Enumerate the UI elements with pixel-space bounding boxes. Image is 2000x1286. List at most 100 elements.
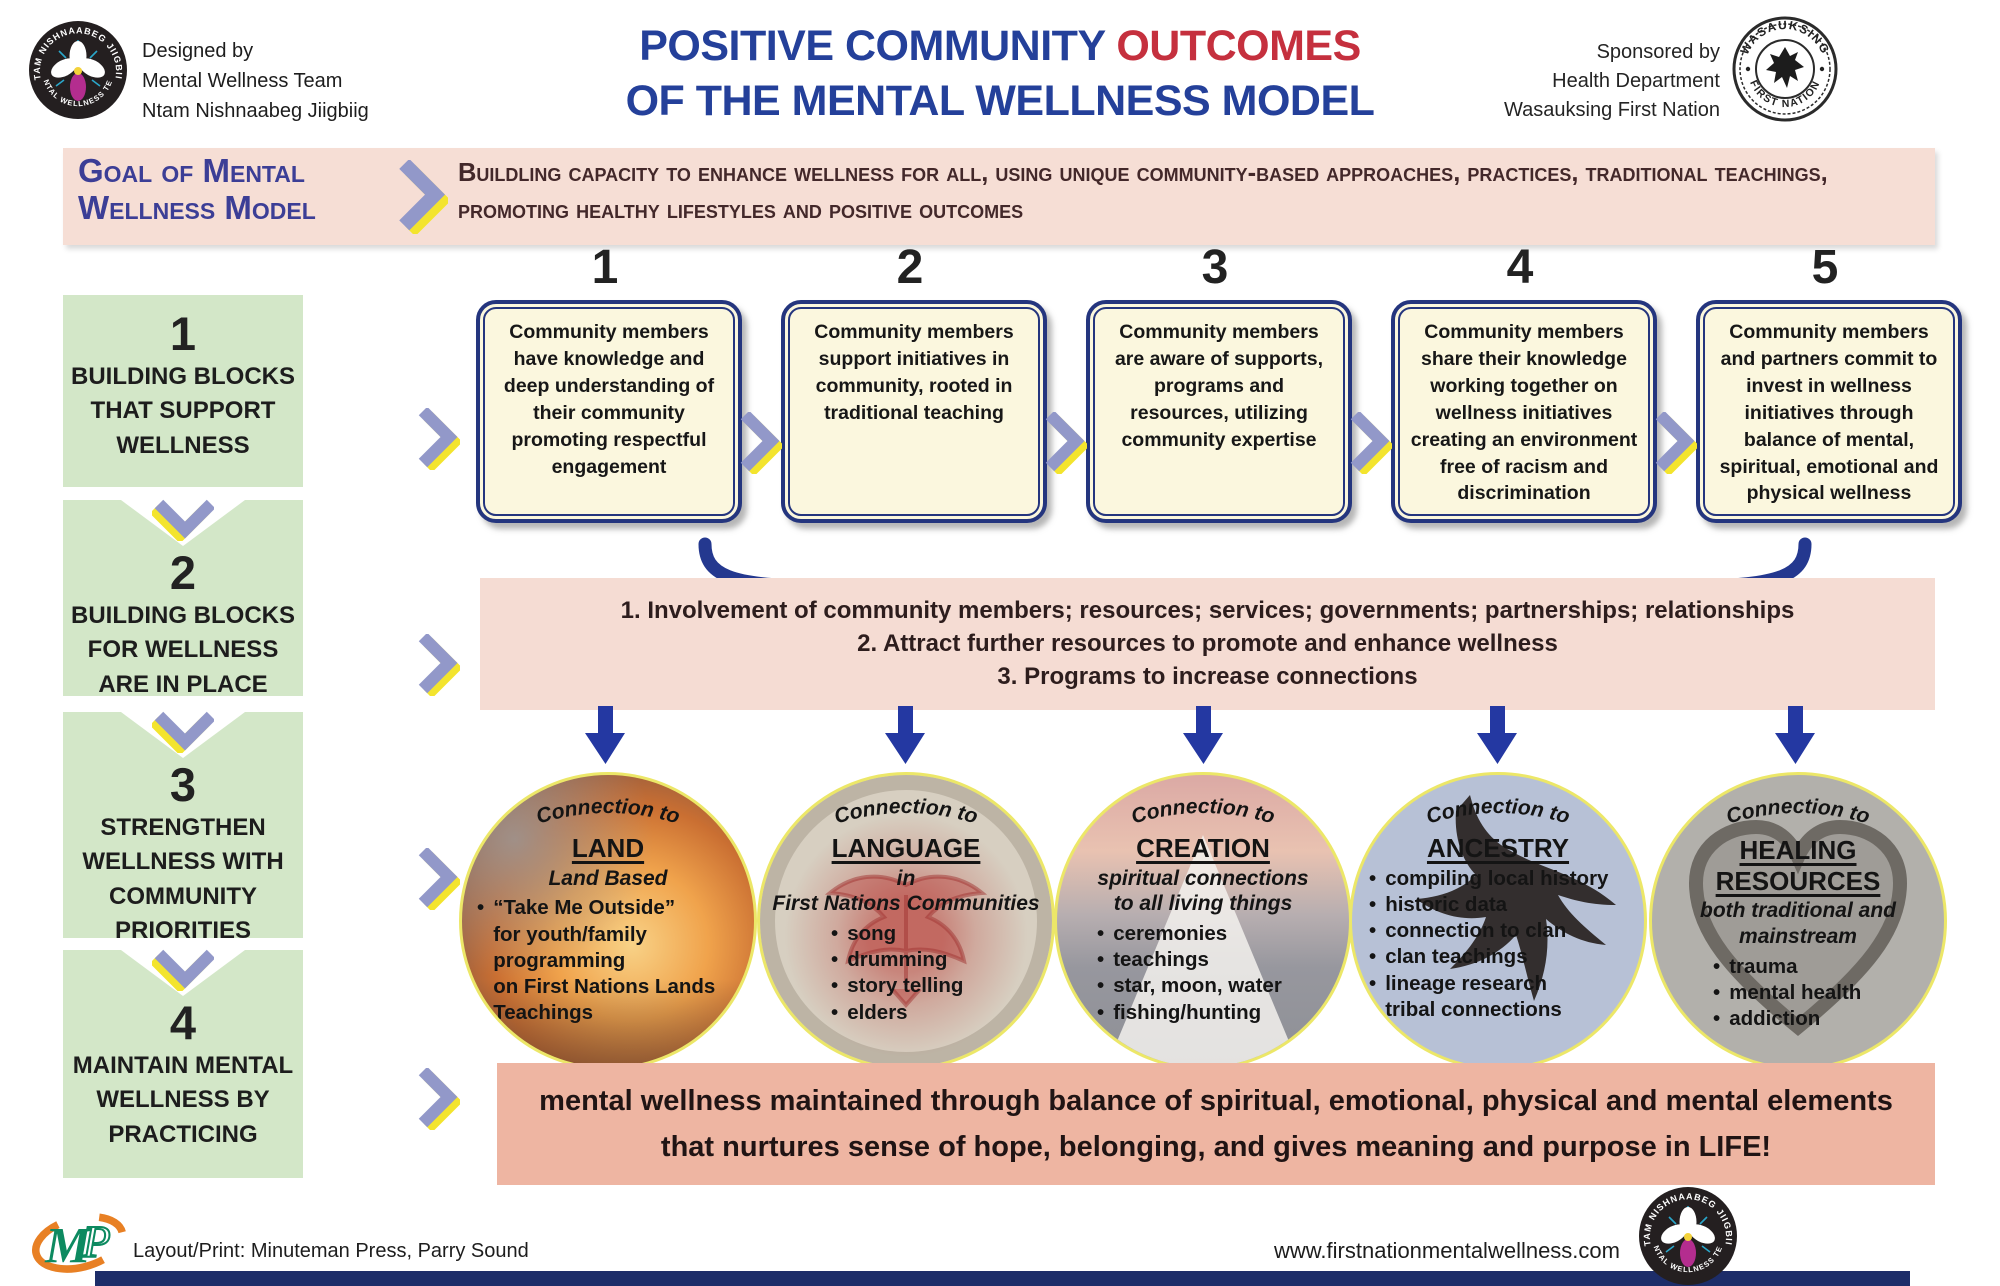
circle-bullets: •“Take Me Outside” for youth/family prog… bbox=[477, 895, 739, 1026]
outcome-box-2: Community members support initiatives in… bbox=[781, 300, 1047, 523]
svg-text:P: P bbox=[82, 1217, 111, 1267]
list-item: •trauma bbox=[1713, 954, 1798, 978]
circle-title: HEALING RESOURCES bbox=[1715, 835, 1881, 896]
goal-label-line: Goal of Mental bbox=[78, 152, 305, 189]
print-credit: Layout/Print: Minuteman Press, Parry Sou… bbox=[133, 1240, 529, 1262]
step-label: STRENGTHEN WELLNESS WITH COMMUNITY PRIOR… bbox=[82, 814, 284, 944]
credit-line: Designed by bbox=[142, 40, 254, 62]
arrow-down-icon bbox=[1183, 706, 1223, 764]
circle-healing-resources: Connection to HEALING RESOURCES both tra… bbox=[1649, 772, 1947, 1070]
list-item: •star, moon, water bbox=[1097, 974, 1282, 998]
title-part-blue: POSITIVE COMMUNITY bbox=[639, 22, 1117, 70]
step-number: 4 bbox=[169, 996, 197, 1049]
list-item: •clan teachings bbox=[1369, 945, 1528, 969]
circle-subtitle: spiritual connections to all living thin… bbox=[1097, 866, 1309, 916]
involvement-line: 3. Programs to increase connections bbox=[997, 663, 1418, 690]
list-item: •compiling local history bbox=[1369, 866, 1609, 890]
svg-text:Connection to: Connection to bbox=[1129, 795, 1278, 829]
connection-to-arc: Connection to bbox=[534, 795, 683, 829]
eagle-icon bbox=[1416, 795, 1616, 1001]
circle-title: LAND bbox=[571, 833, 645, 863]
outcome-number: 3 bbox=[1201, 241, 1229, 294]
wasauksing-first-nation-seal: WASAUKSING FIRST NATION bbox=[1732, 16, 1838, 122]
circle-bullets: •song •drumming •story telling •elders bbox=[831, 921, 981, 1026]
step-number: 2 bbox=[169, 546, 197, 599]
sponsor-line: Health Department bbox=[1552, 70, 1720, 92]
svg-text:Connection to: Connection to bbox=[1724, 795, 1873, 829]
circle-title: CREATION bbox=[1136, 833, 1270, 863]
outcome-number: 4 bbox=[1506, 241, 1534, 294]
chevron-right-icon bbox=[416, 408, 460, 470]
list-item: •lineage research bbox=[1369, 971, 1548, 995]
circle-land: Connection to LAND Land Based •“Take Me … bbox=[459, 772, 757, 1070]
chevron-right-icon bbox=[1653, 412, 1697, 474]
circle-subtitle: Land Based bbox=[548, 866, 668, 890]
outcome-number: 5 bbox=[1811, 241, 1839, 294]
list-item: •historic data bbox=[1369, 892, 1508, 916]
title-part-red: OUTCOMES bbox=[1116, 22, 1361, 70]
step-box-4: 4 MAINTAIN MENTAL WELLNESS BY PRACTICING bbox=[63, 950, 303, 1178]
arrow-down-icon bbox=[885, 706, 925, 764]
list-item: •“Take Me Outside” for youth/family prog… bbox=[477, 896, 716, 998]
outcome-number: 2 bbox=[896, 241, 924, 294]
chevron-right-icon bbox=[1348, 412, 1392, 474]
outcome-box-5: Community members and partners commit to… bbox=[1696, 300, 1962, 523]
outcome-text: Community members share their knowledge … bbox=[1410, 321, 1638, 505]
step-label: MAINTAIN MENTAL WELLNESS BY PRACTICING bbox=[72, 1052, 294, 1148]
chevron-down-icon bbox=[152, 497, 214, 541]
mental-wellness-team-logo: NTAM NISHNAABEG JIIGBIIG MENTAL WELLNESS… bbox=[28, 20, 127, 119]
connection-to-arc: Connection to bbox=[832, 795, 981, 829]
outcome-box-4: Community members share their knowledge … bbox=[1391, 300, 1657, 523]
list-item: •elders bbox=[831, 1000, 908, 1024]
step-label: BUILDING BLOCKS THAT SUPPORT WELLNESS bbox=[71, 363, 295, 459]
circle-bullets: •ceremonies •teachings •star, moon, wate… bbox=[1097, 921, 1309, 1026]
chevron-right-icon bbox=[416, 848, 460, 910]
outcome-text: Community members are aware of supports,… bbox=[1114, 321, 1324, 451]
mental-wellness-team-logo: NTAM NISHNAABEG JIIGBIIG MENTAL WELLNESS… bbox=[1638, 1186, 1737, 1285]
step-number: 1 bbox=[169, 307, 197, 360]
beaver-icon bbox=[1766, 47, 1804, 88]
involvement-line: 2. Attract further resources to promote … bbox=[857, 630, 1558, 657]
involvement-line: 1. Involvement of community members; res… bbox=[620, 597, 1795, 624]
list-item: •teachings bbox=[1097, 948, 1209, 972]
arrow-down-icon bbox=[585, 706, 625, 764]
list-item: •drumming bbox=[831, 948, 948, 972]
circle-title: LANGUAGE bbox=[831, 833, 981, 863]
svg-text:Connection to: Connection to bbox=[832, 795, 981, 829]
arrow-down-icon bbox=[1477, 706, 1517, 764]
goal-text: Buildling capacity to enhance wellness f… bbox=[458, 159, 1828, 224]
circle-subtitle: both traditional and mainstream bbox=[1700, 899, 1896, 948]
title-line2: OF THE MENTAL WELLNESS MODEL bbox=[625, 77, 1375, 125]
website-url: www.firstnationmentalwellness.com bbox=[1273, 1238, 1620, 1263]
chevron-right-icon bbox=[1043, 412, 1087, 474]
outcome-number: 1 bbox=[591, 241, 619, 294]
connection-to-arc: Connection to bbox=[1424, 795, 1573, 829]
list-item: •mental health bbox=[1713, 980, 1862, 1004]
designed-by-credit: Designed by Mental Wellness Team Ntam Ni… bbox=[142, 36, 369, 126]
sponsored-by-credit: Sponsored by Health Department Wasauksin… bbox=[1360, 38, 1720, 125]
goal-label-line: Wellness Model bbox=[78, 188, 316, 226]
connection-to-arc: Connection to bbox=[1724, 795, 1873, 829]
svg-text:Connection to: Connection to bbox=[534, 795, 683, 829]
chevron-right-icon bbox=[416, 634, 460, 696]
goal-label: Goal of Mental Wellness Model bbox=[78, 152, 418, 227]
goal-banner bbox=[63, 148, 1935, 245]
chevron-right-icon bbox=[396, 160, 448, 234]
step-box-3: 3 STRENGTHEN WELLNESS WITH COMMUNITY PRI… bbox=[63, 712, 303, 944]
page-title: POSITIVE COMMUNITY OUTCOMES OF THE MENTA… bbox=[470, 22, 1530, 126]
circle-title: ANCESTRY bbox=[1426, 833, 1570, 863]
involvement-box: 1. Involvement of community members; res… bbox=[480, 578, 1935, 710]
list-item: •connection to clan bbox=[1369, 919, 1567, 943]
bottom-banner-line: mental wellness maintained through balan… bbox=[539, 1084, 1893, 1117]
chevron-right-icon bbox=[738, 412, 782, 474]
sponsor-line: Sponsored by bbox=[1596, 41, 1720, 63]
list-item: •ceremonies bbox=[1097, 921, 1228, 945]
step-box-1: 1 BUILDING BLOCKS THAT SUPPORT WELLNESS bbox=[63, 295, 303, 487]
outcome-box-1: Community members have knowledge and dee… bbox=[476, 300, 742, 523]
step-box-2: 2 BUILDING BLOCKS FOR WELLNESS ARE IN PL… bbox=[63, 497, 303, 698]
svg-text:M: M bbox=[44, 1219, 92, 1274]
bottom-banner-line: that nurtures sense of hope, belonging, … bbox=[660, 1131, 1772, 1163]
credit-line: Mental Wellness Team bbox=[142, 70, 343, 92]
svg-text:Connection to: Connection to bbox=[1424, 795, 1573, 829]
chevron-down-icon bbox=[152, 947, 214, 991]
